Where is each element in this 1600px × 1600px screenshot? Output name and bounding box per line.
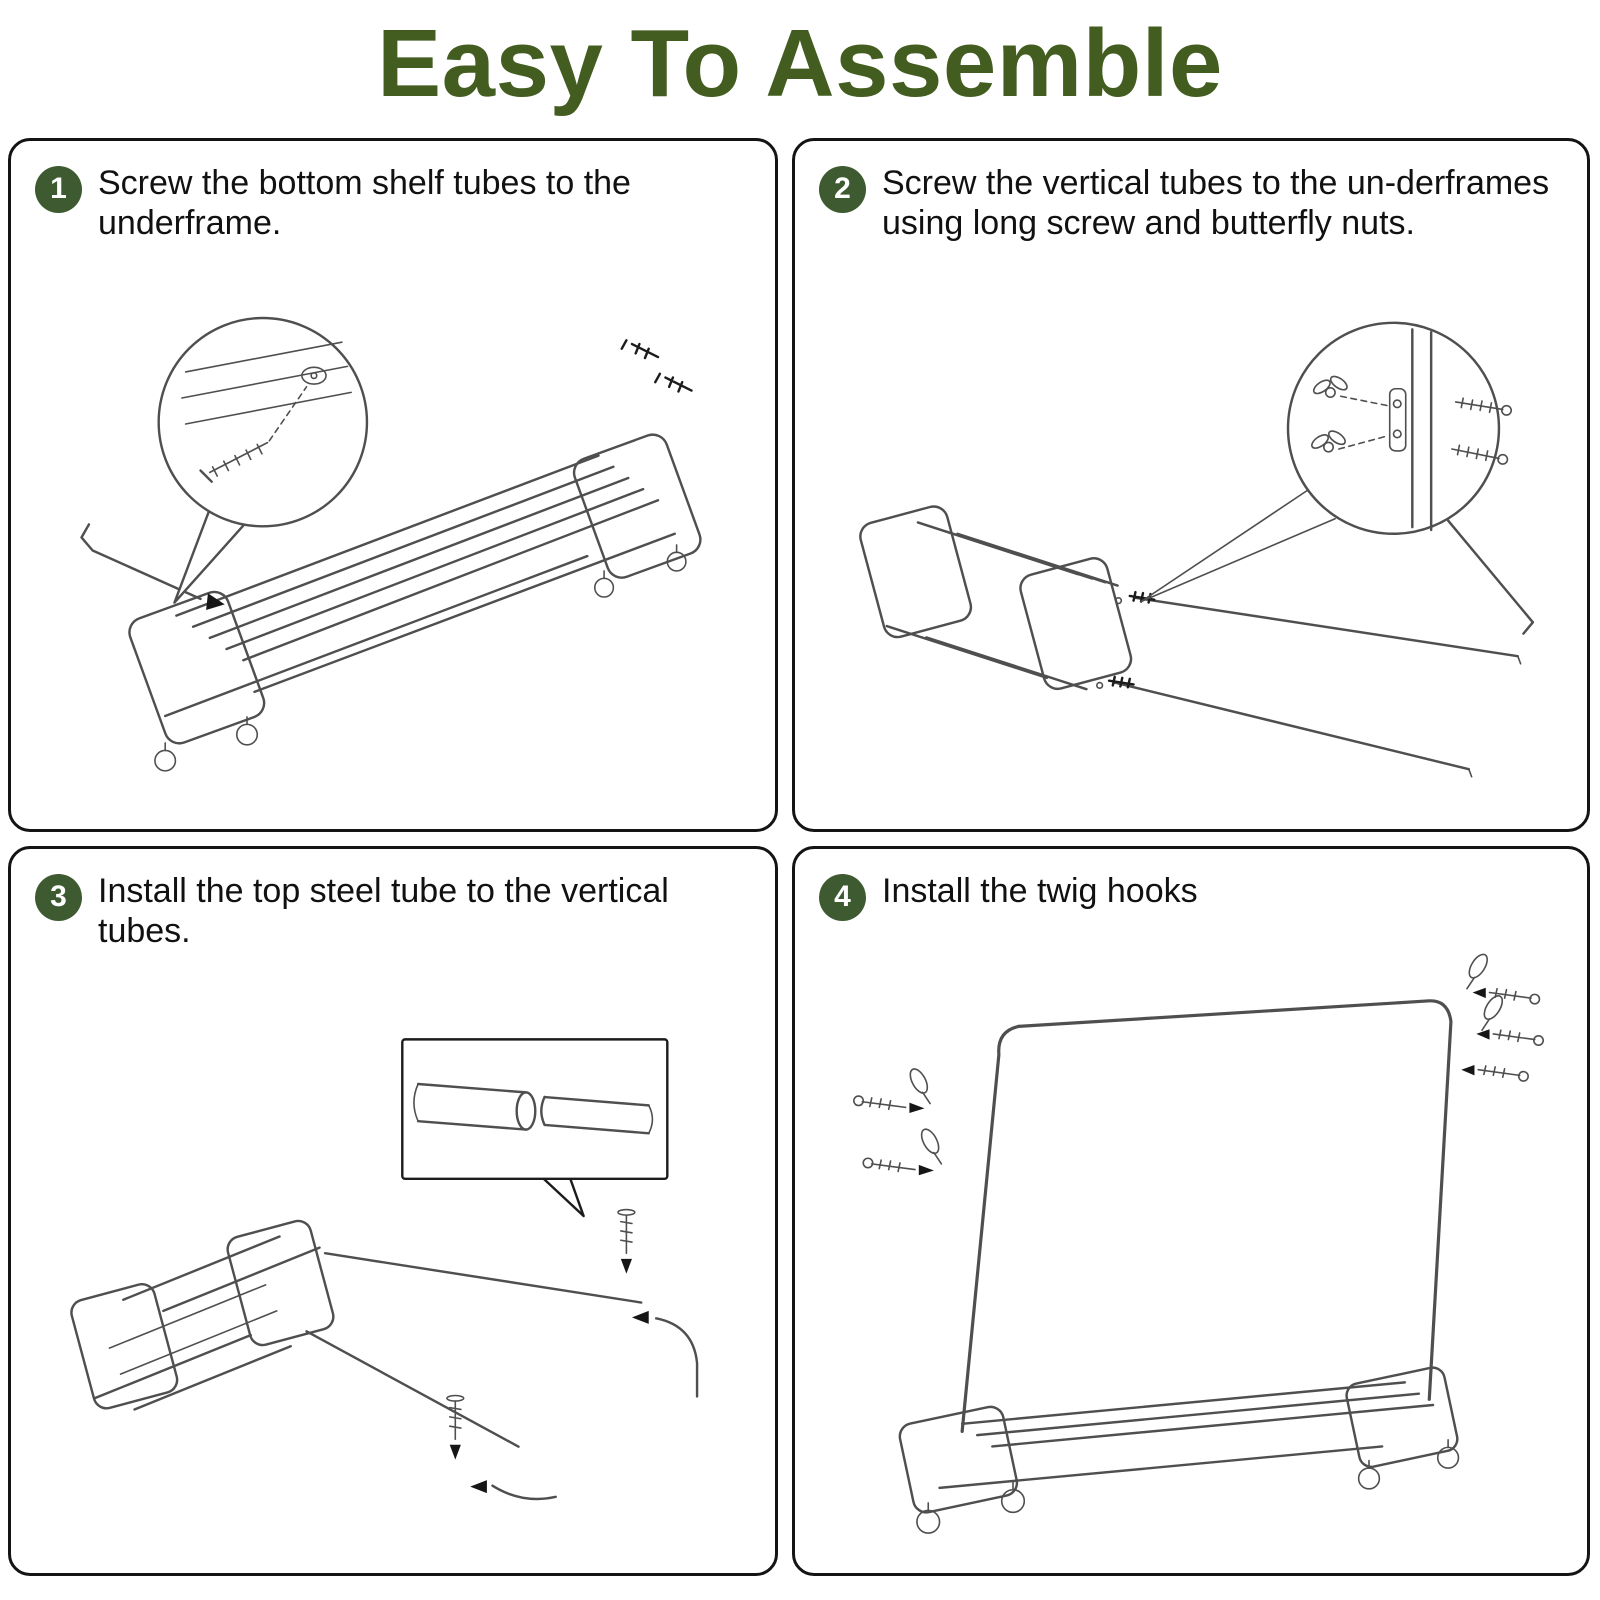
arrow-down-icon bbox=[620, 1258, 632, 1274]
arrow-left-icon bbox=[470, 1480, 487, 1494]
arrow-left-icon bbox=[1472, 987, 1486, 998]
mounting-plate bbox=[1388, 387, 1407, 452]
long-screws-icon bbox=[1107, 590, 1156, 689]
long-screws-detail-icon bbox=[1451, 397, 1513, 465]
arrow-icon bbox=[206, 593, 225, 611]
hook-icon bbox=[1483, 994, 1504, 1020]
step-panel-4: 4 Install the twig hooks bbox=[792, 845, 1590, 1576]
step-panel-3: 3 Install the top steel tube to the vert… bbox=[8, 845, 778, 1576]
twig-hooks-left bbox=[853, 1067, 943, 1176]
corner-tube-pieces bbox=[470, 1310, 699, 1501]
hook-icon bbox=[1468, 953, 1488, 979]
step-4-drawing bbox=[853, 953, 1545, 1534]
step-1-illustration bbox=[35, 249, 751, 815]
steps-grid: 1 Screw the bottom shelf tubes to the un… bbox=[8, 137, 1592, 1576]
tube-joint-zoom-box bbox=[401, 1038, 669, 1218]
screw-hole-icon bbox=[301, 366, 327, 385]
arrow-left-icon bbox=[1461, 1064, 1475, 1076]
step-1-instruction: Screw the bottom shelf tubes to the unde… bbox=[98, 163, 631, 242]
hook-screws-icon bbox=[853, 1095, 916, 1173]
arrow-right-icon bbox=[909, 1102, 925, 1113]
arrow-left-icon bbox=[631, 1310, 649, 1324]
hook-icon bbox=[920, 1128, 940, 1154]
arrow-right-icon bbox=[918, 1164, 934, 1176]
step-3-header: 3 Install the top steel tube to the vert… bbox=[35, 871, 751, 951]
step-3-number-badge: 3 bbox=[35, 873, 82, 921]
screws-and-arrows bbox=[446, 1208, 636, 1460]
arrow-down-icon bbox=[449, 1444, 461, 1460]
underframe-drawing bbox=[128, 433, 702, 772]
zoom-detail-circle bbox=[157, 316, 369, 604]
step-1-number-badge: 1 bbox=[35, 165, 82, 213]
twig-hooks-right bbox=[1461, 953, 1545, 1082]
zoom-detail-circle bbox=[1140, 321, 1535, 635]
step-3-drawing bbox=[70, 1038, 699, 1501]
garment-rack-drawing bbox=[898, 999, 1460, 1534]
step-1-header: 1 Screw the bottom shelf tubes to the un… bbox=[35, 163, 751, 243]
underframe-drawing bbox=[70, 1219, 335, 1411]
step-4-header: 4 Install the twig hooks bbox=[819, 871, 1563, 921]
butterfly-nuts-icon bbox=[1311, 375, 1389, 453]
vertical-tubes bbox=[1113, 596, 1522, 778]
step-2-drawing bbox=[859, 321, 1535, 778]
caster-wheels bbox=[154, 544, 687, 772]
page-title: Easy To Assemble bbox=[377, 10, 1223, 117]
step-3-illustration bbox=[35, 957, 751, 1559]
step-2-number-badge: 2 bbox=[819, 165, 866, 213]
screw-icon bbox=[199, 386, 308, 483]
step-4-instruction: Install the twig hooks bbox=[882, 871, 1198, 910]
bottom-shelf-tube bbox=[80, 523, 225, 611]
caster-wheels bbox=[916, 1438, 1460, 1534]
hook-icon bbox=[909, 1067, 929, 1094]
hook-screws-icon bbox=[1477, 987, 1545, 1082]
hex-key-icon bbox=[1446, 519, 1535, 635]
underframe-drawing bbox=[859, 505, 1133, 691]
step-1-drawing bbox=[80, 316, 702, 772]
top-steel-tube bbox=[305, 1252, 643, 1448]
step-2-header: 2 Screw the vertical tubes to the un-der… bbox=[819, 163, 1563, 243]
step-4-illustration bbox=[819, 927, 1563, 1559]
step-3-instruction: Install the top steel tube to the vertic… bbox=[98, 871, 669, 950]
step-2-instruction: Screw the vertical tubes to the un-derfr… bbox=[882, 163, 1550, 242]
arrow-left-icon bbox=[1476, 1029, 1490, 1040]
screws-icon bbox=[620, 339, 693, 393]
step-panel-2: 2 Screw the vertical tubes to the un-der… bbox=[792, 137, 1590, 832]
step-panel-1: 1 Screw the bottom shelf tubes to the un… bbox=[8, 137, 778, 832]
step-2-illustration bbox=[819, 249, 1563, 815]
step-4-number-badge: 4 bbox=[819, 873, 866, 921]
